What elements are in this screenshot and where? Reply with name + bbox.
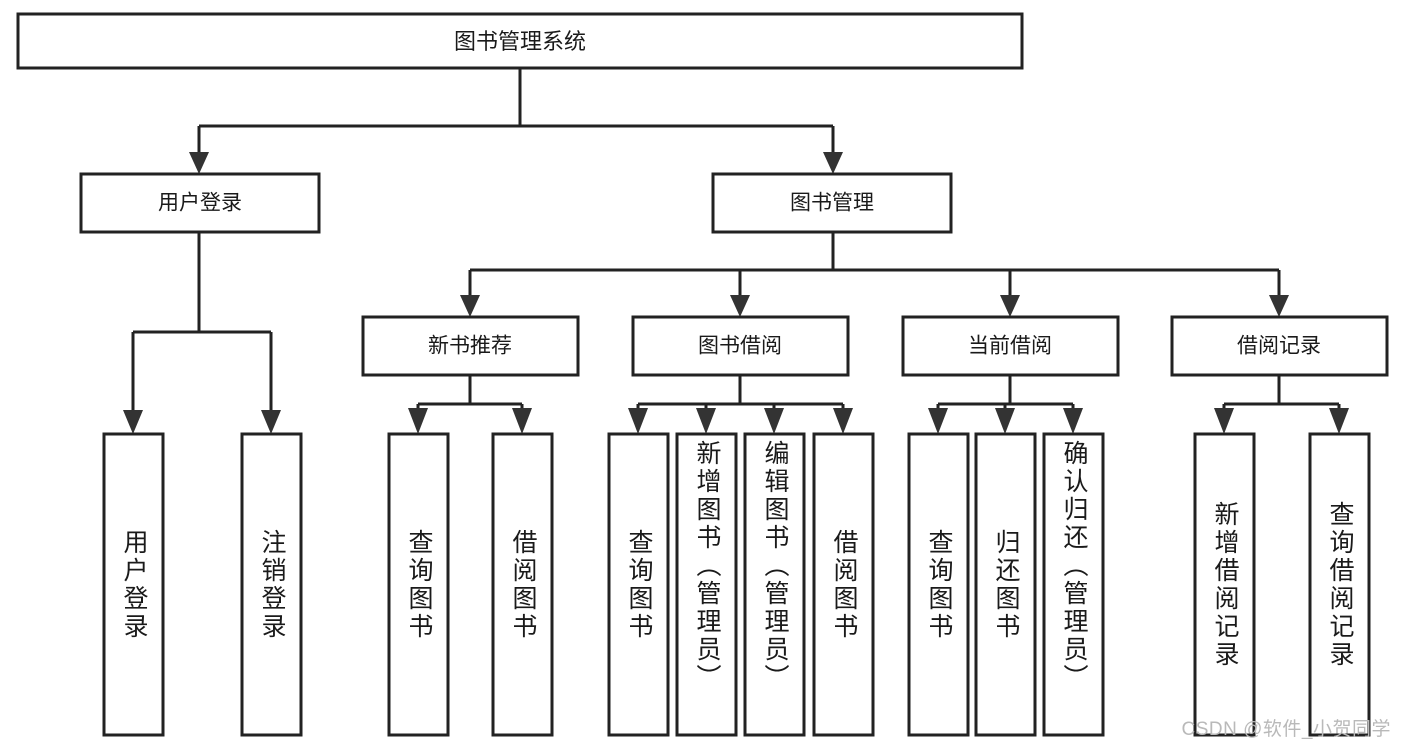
node-borrow-record-box[interactable] (1170, 315, 1389, 377)
node-leaf-borrow-book-1-box[interactable] (491, 432, 554, 737)
node-book-manage-box[interactable] (711, 172, 953, 234)
arrowhead-icon (408, 408, 428, 434)
edge-newbook-bus (416, 375, 524, 417)
node-current-borrow-box[interactable] (901, 315, 1120, 377)
arrowhead-icon (995, 408, 1015, 434)
arrowhead-icon (512, 408, 532, 434)
node-new-book-rec-box[interactable] (361, 315, 580, 377)
arrowhead-icon (123, 410, 143, 434)
arrowhead-icon (460, 295, 480, 317)
node-leaf-add-book-box[interactable] (675, 432, 738, 737)
arrowhead-icon (764, 408, 784, 434)
node-leaf-edit-book-box[interactable] (743, 432, 806, 737)
node-leaf-add-record-box[interactable] (1193, 432, 1256, 737)
arrowhead-icon (189, 152, 209, 174)
node-book-manage-label: 图书管理 (790, 192, 874, 215)
node-root[interactable]: 图书管理系统 (16, 12, 1024, 70)
node-leaf-query-book-2-box[interactable] (607, 432, 670, 737)
arrowhead-icon (730, 295, 750, 317)
node-user-login-box[interactable] (79, 172, 321, 234)
node-leaf-return-book-box[interactable] (974, 432, 1037, 737)
arrowhead-icon (1329, 408, 1349, 434)
connectors-layer (131, 68, 1341, 417)
nodes-layer: 图书管理系统 用户登录 图书管理 新书推荐 图书借阅 (16, 12, 1389, 737)
arrowhead-icon (833, 408, 853, 434)
arrowhead-icon (696, 408, 716, 434)
node-leaf-user-logout-box[interactable] (240, 432, 303, 737)
node-book-borrow[interactable]: 图书借阅 (631, 315, 850, 377)
node-current-borrow[interactable]: 当前借阅 (901, 315, 1120, 377)
node-leaf-query-record-box[interactable] (1308, 432, 1371, 737)
edge-borrowrecord-bus (1222, 375, 1341, 417)
arrowhead-icon (628, 408, 648, 434)
edge-bookborrow-bus (636, 375, 845, 417)
node-leaf-query-book-1-box[interactable] (387, 432, 450, 737)
arrowhead-icon (1214, 408, 1234, 434)
node-book-borrow-label: 图书借阅 (698, 335, 782, 358)
arrowhead-icon (928, 408, 948, 434)
watermark: CSDN @软件_小贺同学 (1181, 719, 1391, 740)
arrowhead-icon (823, 152, 843, 174)
node-new-book-rec-label: 新书推荐 (428, 335, 512, 358)
node-borrow-record[interactable]: 借阅记录 (1170, 315, 1389, 377)
node-leaf-query-book-3-box[interactable] (907, 432, 970, 737)
arrowhead-icon (1063, 408, 1083, 434)
node-current-borrow-label: 当前借阅 (968, 335, 1052, 358)
node-book-borrow-box[interactable] (631, 315, 850, 377)
node-user-login[interactable]: 用户登录 (79, 172, 321, 234)
node-leaf-borrow-book-2-box[interactable] (812, 432, 875, 737)
node-new-book-rec[interactable]: 新书推荐 (361, 315, 580, 377)
arrowhead-icon (261, 410, 281, 434)
node-user-login-label: 用户登录 (158, 192, 242, 215)
arrowhead-icon (1269, 295, 1289, 317)
node-root-box[interactable] (16, 12, 1024, 70)
edge-bookmanage-bus (468, 232, 1281, 295)
node-root-label: 图书管理系统 (454, 29, 586, 54)
arrowhead-icon (1000, 295, 1020, 317)
edge-root-bus (197, 68, 835, 152)
edge-userlogin-bus (131, 232, 273, 410)
node-leaf-confirm-return-box[interactable] (1042, 432, 1105, 737)
node-leaf-user-login-box[interactable] (102, 432, 165, 737)
node-book-manage[interactable]: 图书管理 (711, 172, 953, 234)
node-borrow-record-label: 借阅记录 (1237, 335, 1321, 358)
arrowheads-layer (123, 152, 1349, 434)
